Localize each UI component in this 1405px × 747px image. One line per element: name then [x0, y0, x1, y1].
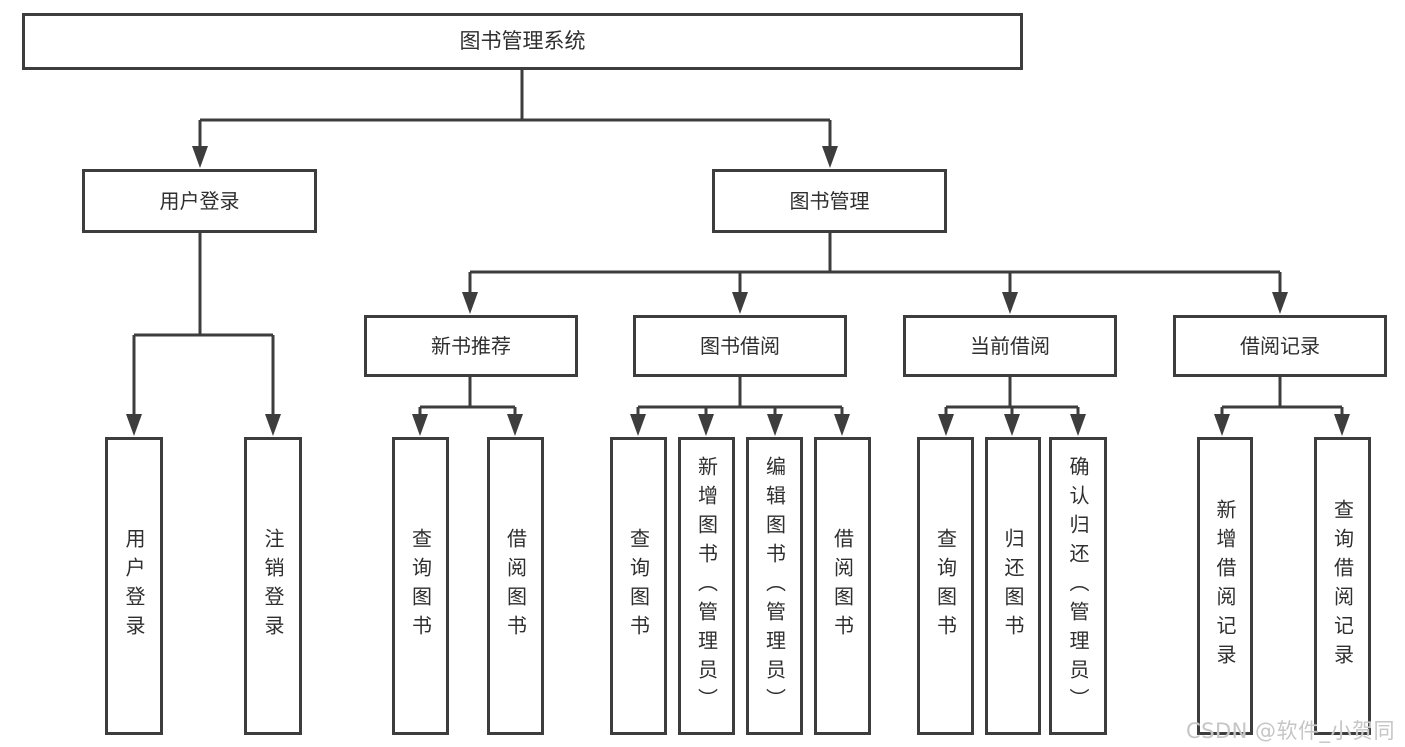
node-book-borrowing: 图书借阅: [633, 315, 847, 377]
node-query-books-borrowing-label: 查询图书: [626, 528, 651, 644]
node-add-books-admin-label: 新增图书（管理员）: [694, 455, 719, 717]
node-borrowing-records: 借阅记录: [1173, 315, 1387, 377]
tree-edges: [132, 70, 1344, 418]
node-query-books-recommend: 查询图书: [392, 437, 449, 735]
node-edit-books-admin-label: 编辑图书（管理员）: [762, 455, 787, 717]
node-add-borrow-record: 新增借阅记录: [1197, 437, 1253, 735]
node-borrow-books-leaf: 借阅图书: [814, 437, 871, 735]
node-confirm-return-admin-label: 确认归还（管理员）: [1066, 455, 1090, 717]
node-query-books-current-label: 查询图书: [933, 528, 958, 644]
node-add-borrow-record-label: 新增借阅记录: [1213, 499, 1237, 673]
node-book-management: 图书管理: [712, 169, 947, 233]
node-user-login: 用户登录: [82, 169, 317, 233]
node-logout-leaf: 注销登录: [244, 437, 302, 735]
node-return-books-label: 归还图书: [1001, 528, 1025, 644]
node-current-borrowing: 当前借阅: [903, 315, 1117, 377]
node-return-books: 归还图书: [985, 437, 1041, 735]
node-borrow-books-leaf-label: 借阅图书: [830, 528, 855, 644]
node-query-borrow-record-label: 查询借阅记录: [1330, 499, 1355, 673]
node-confirm-return-admin: 确认归还（管理员）: [1049, 437, 1107, 735]
node-query-borrow-record: 查询借阅记录: [1314, 437, 1371, 735]
node-user-login-leaf: 用户登录: [105, 437, 163, 735]
node-query-books-borrowing: 查询图书: [610, 437, 667, 735]
node-borrow-books-recommend: 借阅图书: [487, 437, 544, 735]
node-add-books-admin: 新增图书（管理员）: [678, 437, 735, 735]
node-query-books-recommend-label: 查询图书: [408, 528, 433, 644]
node-user-login-leaf-label: 用户登录: [122, 528, 146, 644]
node-edit-books-admin: 编辑图书（管理员）: [746, 437, 803, 735]
node-logout-leaf-label: 注销登录: [261, 528, 285, 644]
node-library-management-system: 图书管理系统: [22, 13, 1023, 70]
node-query-books-current: 查询图书: [917, 437, 974, 735]
node-borrow-books-recommend-label: 借阅图书: [503, 528, 528, 644]
csdn-watermark: CSDN @软件_小贺同学: [1186, 719, 1396, 743]
node-new-book-recommendation: 新书推荐: [364, 315, 578, 377]
